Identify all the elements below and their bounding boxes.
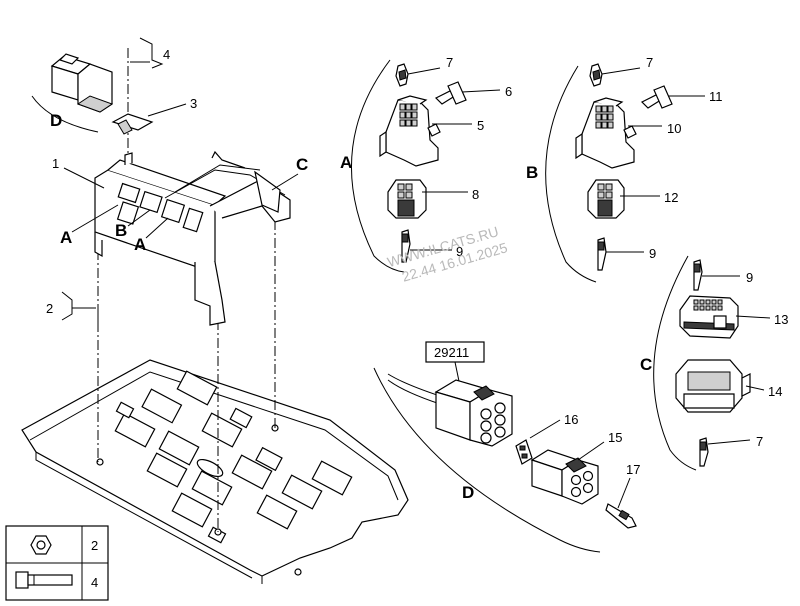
- group-label-a-bracket-2: A: [134, 235, 146, 254]
- label-part-15: 15: [608, 430, 622, 445]
- group-d-brace: [373, 367, 601, 553]
- fastener-legend: 2 4: [5, 525, 109, 601]
- connector-d-top: [50, 53, 114, 113]
- label-part-10: 10: [667, 121, 681, 136]
- label-part-7-a: 7: [446, 55, 453, 70]
- label-part-5: 5: [477, 118, 484, 133]
- label-part-17: 17: [626, 462, 640, 477]
- housing-14: [675, 359, 751, 413]
- housing-10: [575, 97, 637, 169]
- label-part-8: 8: [472, 187, 479, 202]
- terminal-7-c: [699, 437, 709, 467]
- plate-cutouts: [96, 370, 353, 576]
- connector-d-plug: [434, 379, 513, 447]
- clip-3: [111, 113, 154, 135]
- label-part-9-c: 9: [746, 270, 753, 285]
- group-label-c-bracket: C: [296, 155, 308, 174]
- housing-13: [679, 295, 739, 339]
- housing-8: [387, 179, 427, 219]
- label-part-2: 2: [46, 301, 53, 316]
- label-part-9-b: 9: [649, 246, 656, 261]
- label-part-11: 11: [709, 89, 723, 104]
- terminal-11: [640, 85, 673, 109]
- label-part-9-a: 9: [456, 244, 463, 259]
- label-part-12: 12: [664, 190, 678, 205]
- group-label-d-detail: D: [462, 483, 474, 502]
- label-part-1: 1: [52, 156, 59, 171]
- label-part-13: 13: [774, 312, 788, 327]
- label-part-6: 6: [505, 84, 512, 99]
- terminal-9-b: [597, 237, 607, 271]
- alignment-lines: [97, 48, 276, 532]
- label-part-4: 4: [163, 47, 170, 62]
- group-label-c-detail: C: [640, 355, 652, 374]
- label-part-7-c: 7: [756, 434, 763, 449]
- base-plate: [21, 359, 409, 584]
- terminal-7-a: [395, 63, 409, 87]
- terminal-9-c: [693, 259, 703, 291]
- group-label-b-detail: B: [526, 163, 538, 182]
- hex-nut-icon: [30, 535, 52, 555]
- housing-12: [587, 179, 625, 219]
- group-label-d-top: D: [50, 111, 62, 130]
- label-part-14: 14: [768, 384, 782, 399]
- terminal-17: [605, 503, 637, 529]
- terminal-6: [434, 81, 467, 105]
- group-a-brace: [351, 59, 405, 273]
- legend-row-2: 4: [91, 575, 98, 590]
- clip-16: [515, 439, 533, 465]
- group-label-a-detail: A: [340, 153, 352, 172]
- group-b-brace: [545, 65, 597, 283]
- label-part-3: 3: [190, 96, 197, 111]
- group-label-b-bracket: B: [115, 221, 127, 240]
- legend-row-1: 2: [91, 538, 98, 553]
- bolt-icon: [15, 571, 73, 589]
- plug-15: [530, 449, 599, 505]
- mounting-bracket: [94, 150, 291, 326]
- housing-5: [379, 95, 441, 167]
- group-label-a-bracket-1: A: [60, 228, 72, 247]
- terminal-9-a: [401, 229, 411, 263]
- label-part-16: 16: [564, 412, 578, 427]
- terminal-7-b: [589, 63, 603, 87]
- reference-box-label: 29211: [434, 345, 469, 360]
- group-c-brace: [653, 255, 697, 471]
- label-part-7-b: 7: [646, 55, 653, 70]
